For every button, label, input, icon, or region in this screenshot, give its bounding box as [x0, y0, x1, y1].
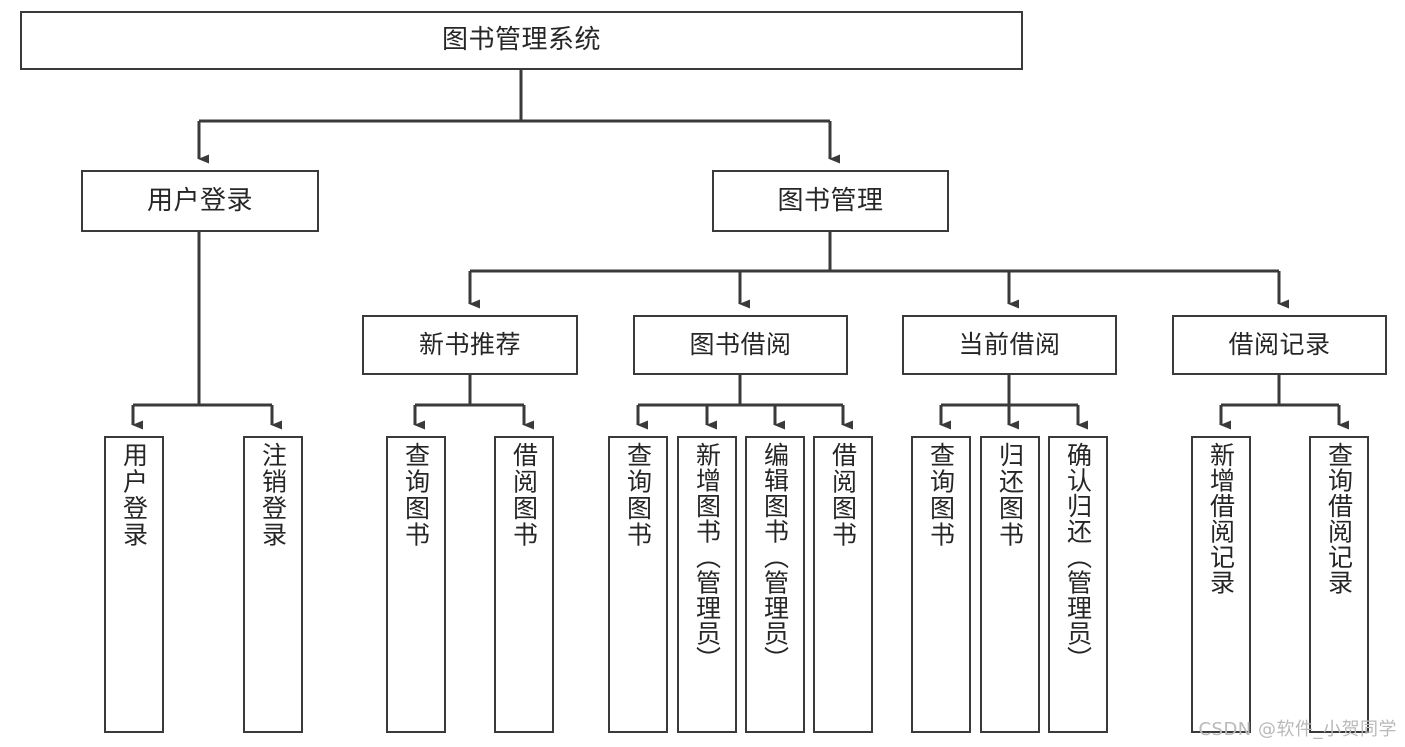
- node-leaf-query-book-borrow-label: 查询图书: [623, 442, 653, 548]
- node-root-system[interactable]: 图书管理系统: [20, 11, 1023, 70]
- node-leaf-return-book-label: 归还图书: [995, 442, 1025, 548]
- node-leaf-logout-label: 注销登录: [258, 442, 288, 548]
- node-current-borrow[interactable]: 当前借阅: [902, 315, 1117, 375]
- node-user-login-label: 用户登录: [146, 185, 253, 216]
- node-leaf-add-book-admin-label: 新增图书（管理员）: [692, 442, 722, 672]
- node-leaf-add-borrow-record[interactable]: 新增借阅记录: [1191, 436, 1251, 733]
- node-borrow-record-label: 借阅记录: [1228, 330, 1331, 360]
- node-leaf-logout[interactable]: 注销登录: [243, 436, 303, 733]
- node-leaf-query-book-current-label: 查询图书: [926, 442, 956, 548]
- node-leaf-add-borrow-record-label: 新增借阅记录: [1206, 442, 1236, 595]
- node-leaf-user-login-label: 用户登录: [119, 442, 149, 548]
- node-book-management-label: 图书管理: [777, 185, 884, 216]
- node-book-management[interactable]: 图书管理: [712, 170, 949, 232]
- node-leaf-confirm-return-admin[interactable]: 确认归还（管理员）: [1048, 436, 1108, 733]
- node-leaf-query-borrow-record[interactable]: 查询借阅记录: [1309, 436, 1369, 733]
- node-leaf-borrow-book-recommend-label: 借阅图书: [509, 442, 539, 548]
- node-leaf-query-book-borrow[interactable]: 查询图书: [608, 436, 668, 733]
- node-book-borrow-label: 图书借阅: [689, 330, 792, 360]
- node-root-system-label: 图书管理系统: [441, 25, 601, 56]
- node-leaf-borrow-book[interactable]: 借阅图书: [813, 436, 873, 733]
- node-leaf-add-book-admin[interactable]: 新增图书（管理员）: [677, 436, 737, 733]
- node-borrow-record[interactable]: 借阅记录: [1172, 315, 1387, 375]
- node-new-book-recommend-label: 新书推荐: [418, 330, 521, 360]
- node-leaf-query-borrow-record-label: 查询借阅记录: [1324, 442, 1354, 595]
- node-leaf-confirm-return-admin-label: 确认归还（管理员）: [1063, 442, 1093, 672]
- node-leaf-return-book[interactable]: 归还图书: [980, 436, 1040, 733]
- node-leaf-borrow-book-label: 借阅图书: [828, 442, 858, 548]
- node-leaf-query-book-recommend-label: 查询图书: [401, 442, 431, 548]
- node-current-borrow-label: 当前借阅: [958, 330, 1061, 360]
- node-leaf-query-book-recommend[interactable]: 查询图书: [386, 436, 446, 733]
- node-leaf-edit-book-admin[interactable]: 编辑图书（管理员）: [745, 436, 805, 733]
- node-new-book-recommend[interactable]: 新书推荐: [362, 315, 578, 375]
- node-leaf-user-login[interactable]: 用户登录: [104, 436, 164, 733]
- node-leaf-borrow-book-recommend[interactable]: 借阅图书: [494, 436, 554, 733]
- node-leaf-query-book-current[interactable]: 查询图书: [911, 436, 971, 733]
- node-user-login[interactable]: 用户登录: [81, 170, 319, 232]
- node-book-borrow[interactable]: 图书借阅: [633, 315, 848, 375]
- node-leaf-edit-book-admin-label: 编辑图书（管理员）: [760, 442, 790, 672]
